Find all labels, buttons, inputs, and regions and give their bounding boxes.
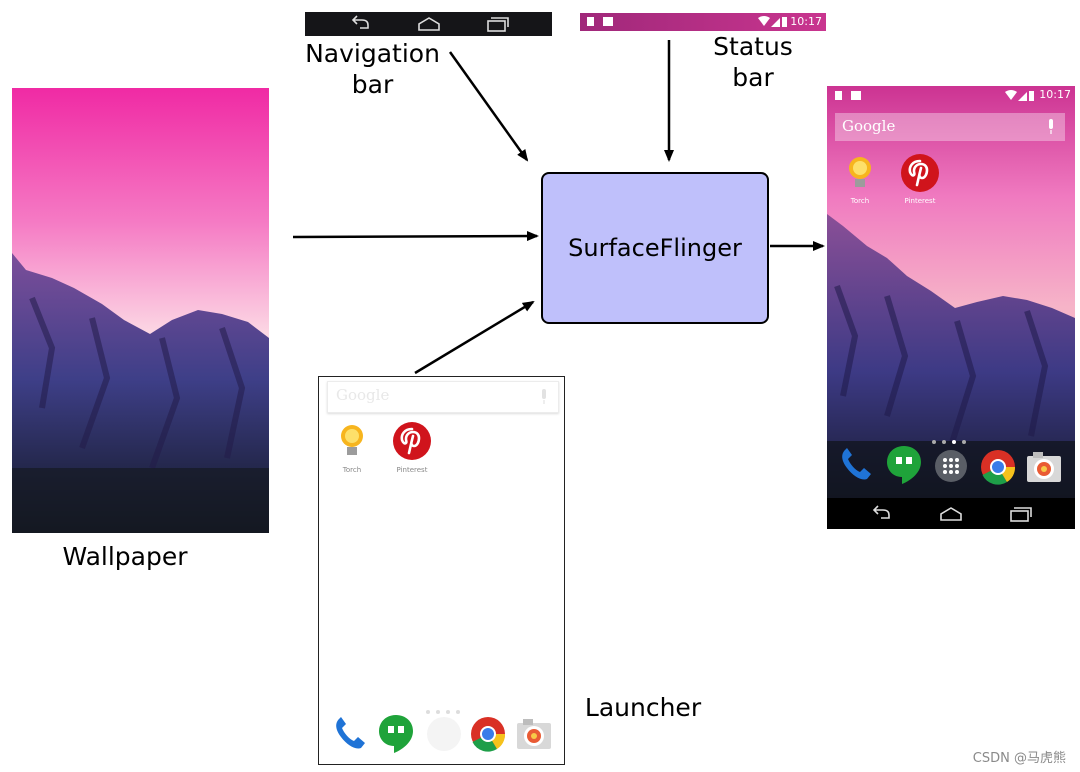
- page-indicator-dots: [931, 430, 971, 449]
- calendar-icon: [603, 17, 613, 26]
- pinterest-icon: [393, 422, 431, 460]
- torch-icon: [849, 157, 871, 187]
- pinterest-label: Pinterest: [904, 197, 936, 205]
- status-bar-label-line2: bar: [732, 63, 774, 92]
- navigation-bar-preview: [305, 12, 552, 36]
- status-bar-label: Status bar: [694, 31, 812, 93]
- status-time: 10:17: [790, 15, 822, 28]
- navigation-bar-label: Navigation bar: [300, 38, 445, 100]
- torch-label: Torch: [342, 466, 362, 474]
- status-bar-preview: 10:17: [580, 13, 826, 31]
- microphone-icon: [1049, 119, 1053, 134]
- pinterest-icon: [901, 154, 939, 192]
- notification-icon: [587, 17, 594, 26]
- home-icon: [940, 507, 962, 521]
- surfaceflinger-label: SurfaceFlinger: [568, 234, 742, 262]
- composited-search-bar: Google: [835, 113, 1065, 141]
- wallpaper-label: Wallpaper: [62, 542, 188, 571]
- back-icon: [872, 505, 890, 519]
- recents-icon: [1010, 507, 1032, 522]
- camera-icon: [517, 719, 551, 749]
- navigation-bar-label-line1: Navigation: [305, 39, 440, 68]
- camera-icon: [1027, 452, 1061, 482]
- launcher-preview: Google Torch Pinterest: [318, 376, 565, 765]
- composited-search-brand: Google: [842, 117, 896, 135]
- hangouts-icon: [887, 446, 921, 484]
- composited-status-bar: 10:17: [827, 86, 1075, 106]
- hangouts-icon: [379, 715, 413, 753]
- back-icon: [351, 15, 369, 29]
- pinterest-label: Pinterest: [396, 466, 428, 474]
- arrow-wallpaper-to-sf: [292, 231, 539, 242]
- launcher-search-brand: Google: [336, 386, 390, 404]
- page-indicator-dots: [425, 700, 463, 719]
- launcher-search-bar: Google: [327, 381, 559, 413]
- composited-navigation-bar: [827, 498, 1075, 529]
- torch-icon: [341, 425, 363, 455]
- composited-wallpaper: [827, 86, 1075, 529]
- phone-icon: [842, 448, 871, 480]
- wifi-signal-battery-icon: [758, 16, 787, 27]
- launcher-label: Launcher: [584, 693, 702, 722]
- wallpaper-image: [12, 88, 269, 533]
- app-drawer-icon: [935, 450, 967, 482]
- microphone-icon: [542, 389, 546, 404]
- arrow-navbar-to-sf: [448, 51, 529, 162]
- status-time: 10:17: [1039, 88, 1071, 101]
- chrome-icon: [981, 450, 1016, 485]
- chrome-icon: [471, 717, 506, 752]
- surfaceflinger-box: SurfaceFlinger: [541, 172, 769, 324]
- arrow-launcher-to-sf: [414, 300, 535, 375]
- recents-icon: [487, 17, 509, 32]
- app-drawer-icon: [427, 717, 461, 751]
- csdn-watermark: CSDN @马虎熊: [972, 751, 1066, 766]
- navigation-bar-label-line2: bar: [351, 70, 394, 99]
- phone-icon: [336, 717, 365, 749]
- calendar-icon: [851, 91, 861, 100]
- status-bar-label-line1: Status: [713, 32, 793, 61]
- composited-screen: 10:17 Google Torch Pinterest: [827, 86, 1075, 529]
- wifi-signal-battery-icon: [1005, 90, 1034, 101]
- notification-icon: [835, 91, 842, 100]
- torch-label: Torch: [850, 197, 870, 205]
- home-icon: [418, 17, 440, 31]
